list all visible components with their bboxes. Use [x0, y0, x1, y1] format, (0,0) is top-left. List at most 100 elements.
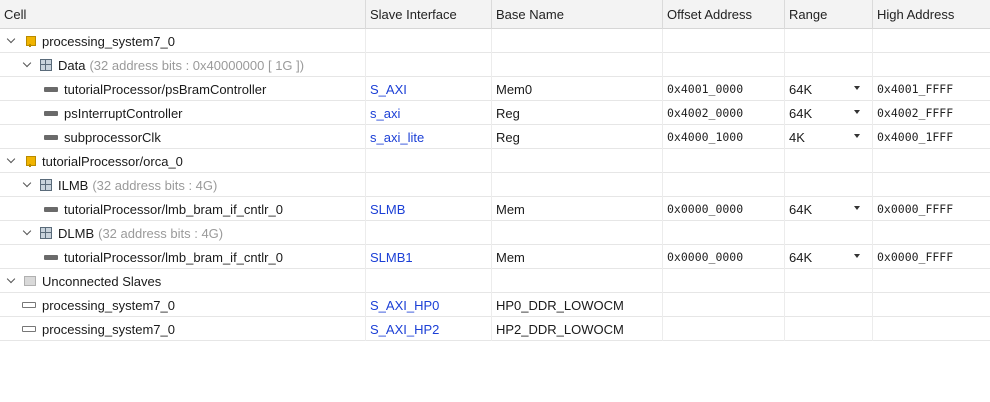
cell-label: Data	[58, 57, 86, 73]
slave-interface-link[interactable]: SLMB1	[365, 245, 491, 269]
range-select[interactable]: 4K	[784, 125, 872, 149]
high-address-cell: 0x0000_FFFF	[872, 245, 990, 269]
dropdown-caret-icon[interactable]	[854, 206, 860, 210]
table-row[interactable]: processing_system7_0 S_AXI_HP2 HP2_DDR_LOW…	[0, 317, 990, 341]
address-space-info: (32 address bits : 4G)	[92, 177, 218, 193]
cell-column: subprocessorClk	[0, 125, 365, 149]
chevron-down-icon[interactable]	[22, 227, 34, 239]
base-name-cell-text: HP0_DDR_LOWOCM	[496, 297, 624, 313]
slave-interface-link-text: s_axi_lite	[370, 129, 425, 145]
high-address-cell	[872, 221, 990, 245]
column-header-slave-interface[interactable]: Slave Interface	[365, 0, 491, 29]
offset-address-field-text: 0x4001_0000	[667, 82, 744, 96]
unconnected-interface-icon	[22, 326, 36, 332]
chevron-down-icon[interactable]	[6, 155, 18, 167]
address-space-grid-icon	[40, 59, 52, 71]
range-select-text: 64K	[789, 81, 813, 97]
tree-group-row[interactable]: tutorialProcessor/orca_0	[0, 149, 990, 173]
slave-interface-link[interactable]: s_axi_lite	[365, 125, 491, 149]
slave-interface-link[interactable]: S_AXI_HP0	[365, 293, 491, 317]
base-name-cell	[491, 269, 662, 293]
tree-group-row[interactable]: Unconnected Slaves	[0, 269, 990, 293]
high-address-cell	[872, 149, 990, 173]
slave-interface-link[interactable]: S_AXI_HP2	[365, 317, 491, 341]
chevron-down-icon[interactable]	[6, 275, 18, 287]
tree-group-row[interactable]: processing_system7_0	[0, 29, 990, 53]
slave-interface-link-text: SLMB1	[370, 249, 413, 265]
offset-address-field[interactable]: 0x0000_0000	[662, 245, 784, 269]
cell-column: processing_system7_0	[0, 29, 365, 53]
column-header-base-name[interactable]: Base Name	[491, 0, 662, 29]
slave-interface-link[interactable]: S_AXI	[365, 77, 491, 101]
column-header-offset-address[interactable]: Offset Address	[662, 0, 784, 29]
offset-address-field	[662, 173, 784, 197]
base-name-cell: HP0_DDR_LOWOCM	[491, 293, 662, 317]
cell-column: processing_system7_0	[0, 317, 365, 341]
range-select[interactable]: 64K	[784, 245, 872, 269]
offset-address-field[interactable]: 0x4002_0000	[662, 101, 784, 125]
chevron-down-icon[interactable]	[22, 59, 34, 71]
cell-label: subprocessorClk	[64, 129, 161, 145]
cell-column: tutorialProcessor/lmb_bram_if_cntlr_0	[0, 245, 365, 269]
slave-interface-link	[365, 53, 491, 77]
cell-label: tutorialProcessor/psBramController	[64, 81, 267, 97]
dropdown-caret-icon[interactable]	[854, 86, 860, 90]
table-row[interactable]: tutorialProcessor/lmb_bram_if_cntlr_0 SLM…	[0, 245, 990, 269]
tree-group-row[interactable]: ILMB(32 address bits : 4G)	[0, 173, 990, 197]
offset-address-field	[662, 149, 784, 173]
high-address-cell-text: 0x4000_1FFF	[877, 130, 954, 144]
column-header-range[interactable]: Range	[784, 0, 872, 29]
base-name-cell: Mem	[491, 197, 662, 221]
range-select	[784, 221, 872, 245]
column-header-cell[interactable]: Cell	[4, 7, 27, 22]
range-select[interactable]: 64K	[784, 197, 872, 221]
cell-column: Unconnected Slaves	[0, 269, 365, 293]
tree-group-row[interactable]: DLMB(32 address bits : 4G)	[0, 221, 990, 245]
slave-interface-link[interactable]: SLMB	[365, 197, 491, 221]
range-select[interactable]: 64K	[784, 101, 872, 125]
slave-interface-link-text: S_AXI	[370, 81, 407, 97]
dropdown-caret-icon[interactable]	[854, 110, 860, 114]
tree-group-row[interactable]: Data(32 address bits : 0x40000000 [ 1G ]…	[0, 53, 990, 77]
high-address-cell-text: 0x4001_FFFF	[877, 82, 954, 96]
cell-label: ILMB	[58, 177, 89, 193]
cell-column: DLMB(32 address bits : 4G)	[0, 221, 365, 245]
offset-address-field	[662, 29, 784, 53]
offset-address-field[interactable]: 0x4001_0000	[662, 77, 784, 101]
base-name-cell: Mem0	[491, 77, 662, 101]
table-row[interactable]: tutorialProcessor/psBramController S_AXI M…	[0, 77, 990, 101]
range-select-text: 64K	[789, 105, 813, 121]
high-address-cell: 0x4002_FFFF	[872, 101, 990, 125]
cell-column: ILMB(32 address bits : 4G)	[0, 173, 365, 197]
dropdown-caret-icon[interactable]	[854, 254, 860, 258]
range-select	[784, 317, 872, 341]
slave-interface-link[interactable]: s_axi	[365, 101, 491, 125]
chevron-down-icon[interactable]	[6, 35, 18, 47]
offset-address-field	[662, 269, 784, 293]
chevron-down-icon[interactable]	[22, 179, 34, 191]
slave-interface-link-text: SLMB	[370, 201, 406, 217]
range-select	[784, 269, 872, 293]
column-header-high-address[interactable]: High Address	[872, 0, 990, 29]
dropdown-caret-icon[interactable]	[854, 134, 860, 138]
cell-column: Data(32 address bits : 0x40000000 [ 1G ]…	[0, 53, 365, 77]
high-address-cell-text: 0x4002_FFFF	[877, 106, 954, 120]
cell-label: processing_system7_0	[42, 321, 175, 337]
offset-address-field[interactable]: 0x4000_1000	[662, 125, 784, 149]
interface-connector-icon	[44, 254, 58, 260]
offset-address-field	[662, 293, 784, 317]
slave-interface-link	[365, 269, 491, 293]
base-name-cell-text: HP2_DDR_LOWOCM	[496, 321, 624, 337]
cell-column: processing_system7_0	[0, 293, 365, 317]
slave-interface-link	[365, 221, 491, 245]
high-address-cell	[872, 173, 990, 197]
range-select[interactable]: 64K	[784, 77, 872, 101]
range-select	[784, 29, 872, 53]
offset-address-field[interactable]: 0x0000_0000	[662, 197, 784, 221]
offset-address-field	[662, 53, 784, 77]
